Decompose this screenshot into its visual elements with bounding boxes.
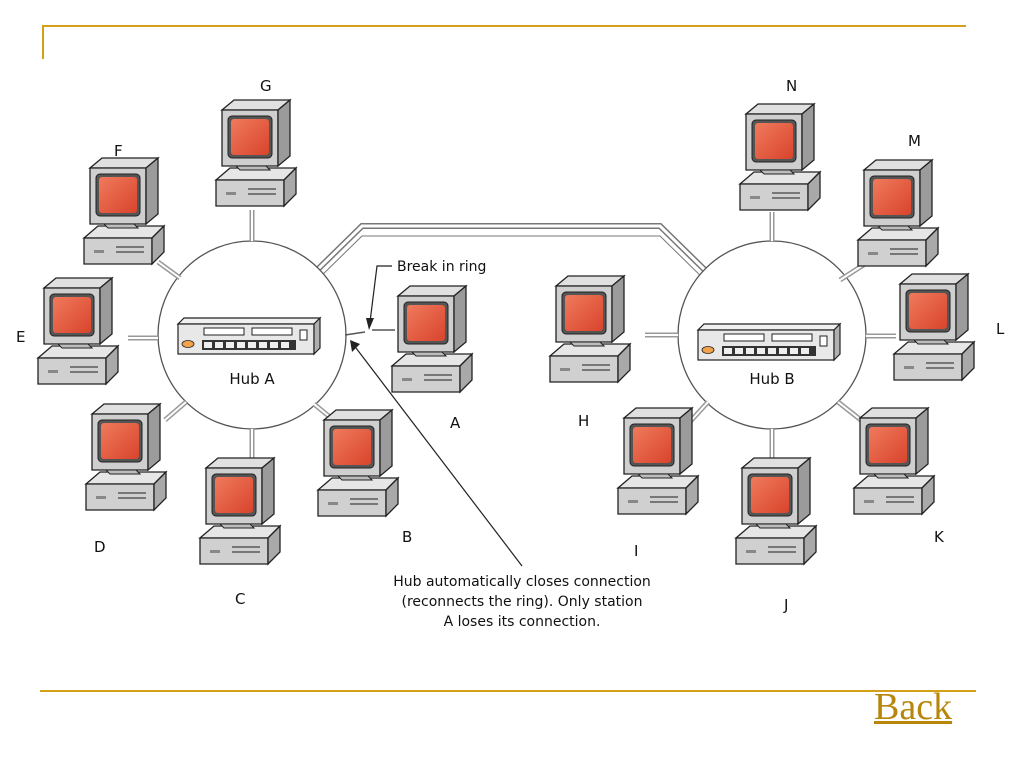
station-d-computer xyxy=(85,403,167,511)
station-n-label: N xyxy=(786,77,797,95)
station-h-label: H xyxy=(578,412,589,430)
break-label: Break in ring xyxy=(397,259,486,275)
station-k-computer xyxy=(853,407,935,515)
station-i-label: I xyxy=(634,542,638,560)
top-left-rule xyxy=(42,25,44,59)
station-b-computer xyxy=(317,409,399,517)
station-a-label: A xyxy=(450,414,461,432)
station-e-label: E xyxy=(16,328,25,346)
back-link[interactable]: Back xyxy=(874,686,953,728)
station-c-label: C xyxy=(235,590,245,608)
top-rule xyxy=(42,25,966,27)
station-h-computer xyxy=(549,275,631,383)
station-k-label: K xyxy=(934,528,945,546)
hub-b-label: Hub B xyxy=(749,370,794,388)
note-line-1: Hub automatically closes connection xyxy=(393,574,651,590)
station-m-label: M xyxy=(908,132,921,150)
station-g-label: G xyxy=(260,77,272,95)
station-l-computer xyxy=(893,273,975,381)
token-ring-diagram: Hub A Hub B A B C D E F G H I J K L M N … xyxy=(16,77,1005,630)
station-i-computer xyxy=(617,407,699,515)
station-n-computer xyxy=(739,103,821,211)
hub-interconnect-cable xyxy=(309,223,713,286)
break-callout: Break in ring xyxy=(366,259,486,330)
station-j-computer xyxy=(735,457,817,565)
station-l-label: L xyxy=(996,320,1005,338)
note-line-2: (reconnects the ring). Only station xyxy=(402,594,643,610)
station-f-computer xyxy=(83,157,165,265)
hub-b-device xyxy=(697,323,841,361)
station-b-label: B xyxy=(402,528,412,546)
station-j-label: J xyxy=(783,596,788,614)
station-g-computer xyxy=(215,99,297,207)
station-c-computer xyxy=(199,457,281,565)
hub-a-label: Hub A xyxy=(229,370,275,388)
station-e-computer xyxy=(37,277,119,385)
station-f-label: F xyxy=(114,142,123,160)
reconnect-callout: Hub automatically closes connection (rec… xyxy=(350,340,651,630)
hub-a-device xyxy=(177,317,321,355)
note-line-3: A loses its connection. xyxy=(444,614,601,630)
station-m-computer xyxy=(857,159,939,267)
broken-link-a xyxy=(344,329,395,336)
station-d-label: D xyxy=(94,538,106,556)
bottom-rule xyxy=(40,690,976,692)
station-a-computer xyxy=(391,285,473,393)
